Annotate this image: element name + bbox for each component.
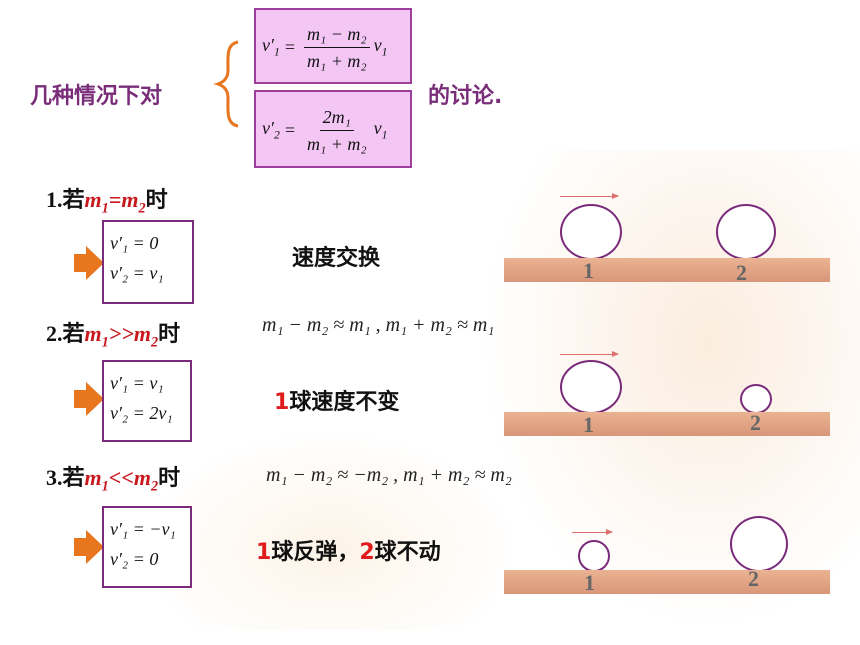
case2-ball-1-label: 1 [583, 412, 594, 437]
case1-ball-2-label: 2 [736, 260, 747, 285]
case1-condition: 1.若m1=m2时 [46, 187, 168, 217]
formula-v2-tail: v1 [373, 118, 388, 142]
case3-condition: 3.若m1<<m2时 [46, 465, 181, 495]
case3-result-box: v′₁ = −v₁ v′₂ = 0 [102, 506, 192, 588]
case2-label: 1球速度不变 [274, 390, 400, 415]
formula-v2-fraction: 2m₁ m₁ + m₂ [304, 104, 370, 157]
case1-result-v1: v′₁ = 0 [110, 233, 159, 253]
case1-velocity-arrow-icon [560, 193, 619, 199]
case3-ball-2 [730, 516, 788, 572]
case2-ball-2 [740, 384, 772, 414]
case1-label: 速度交换 [292, 246, 381, 271]
case3-approximation: m₁ − m₂ ≈ −m₂ , m₁ + m₂ ≈ m₂ [266, 464, 512, 486]
case3-arrow-icon [74, 530, 104, 564]
case2-condition: 2.若m1>>m2时 [46, 321, 181, 351]
case2-approximation: m₁ − m₂ ≈ m₁ , m₁ + m₂ ≈ m₁ [262, 314, 495, 336]
background-glow [480, 150, 860, 630]
case3-velocity-arrow-icon [572, 529, 613, 535]
formula-v1-lhs: v′1 [262, 35, 280, 59]
case2-result-box: v′₁ = v₁ v′₂ = 2v₁ [102, 360, 192, 442]
case1-track [504, 258, 830, 282]
formula-v1-tail: v1 [373, 35, 388, 59]
left-brace-icon [213, 40, 239, 128]
case2-result-v2: v′₂ = 2v₁ [110, 403, 173, 423]
case3-result-v2: v′₂ = 0 [110, 549, 159, 569]
title-before: 几种情况下对 [30, 84, 163, 109]
formula-v1-box: v′1 = m₁ − m₂ m₁ + m₂ v1 [254, 8, 412, 84]
case2-track [504, 412, 830, 436]
case3-result-v1: v′₁ = −v₁ [110, 519, 176, 539]
case1-result-box: v′₁ = 0 v′₂ = v₁ [102, 220, 194, 304]
formula-v2-lhs: v′2 [262, 118, 280, 142]
case1-ball-2 [716, 204, 776, 260]
background-glow-lower [140, 430, 520, 630]
formula-v2-box: v′2 = 2m₁ m₁ + m₂ v1 [254, 90, 412, 168]
case3-ball-1-label: 1 [584, 570, 595, 595]
case1-ball-1-label: 1 [583, 258, 594, 283]
case3-label: 1球反弹，2球不动 [256, 540, 441, 565]
case1-result-v2: v′₂ = v₁ [110, 263, 164, 283]
case2-ball-2-label: 2 [750, 410, 761, 435]
case2-velocity-arrow-icon [560, 351, 619, 357]
case3-ball-2-label: 2 [748, 566, 759, 591]
case3-track [504, 570, 830, 594]
case1-ball-1 [560, 204, 622, 260]
title-after: 的讨论. [428, 84, 503, 109]
case2-arrow-icon [74, 382, 104, 416]
formula-v1-fraction: m₁ − m₂ m₁ + m₂ [303, 21, 370, 74]
case3-ball-1 [578, 540, 610, 572]
case2-result-v1: v′₁ = v₁ [110, 373, 164, 393]
case1-arrow-icon [74, 246, 104, 280]
case2-ball-1 [560, 360, 622, 414]
